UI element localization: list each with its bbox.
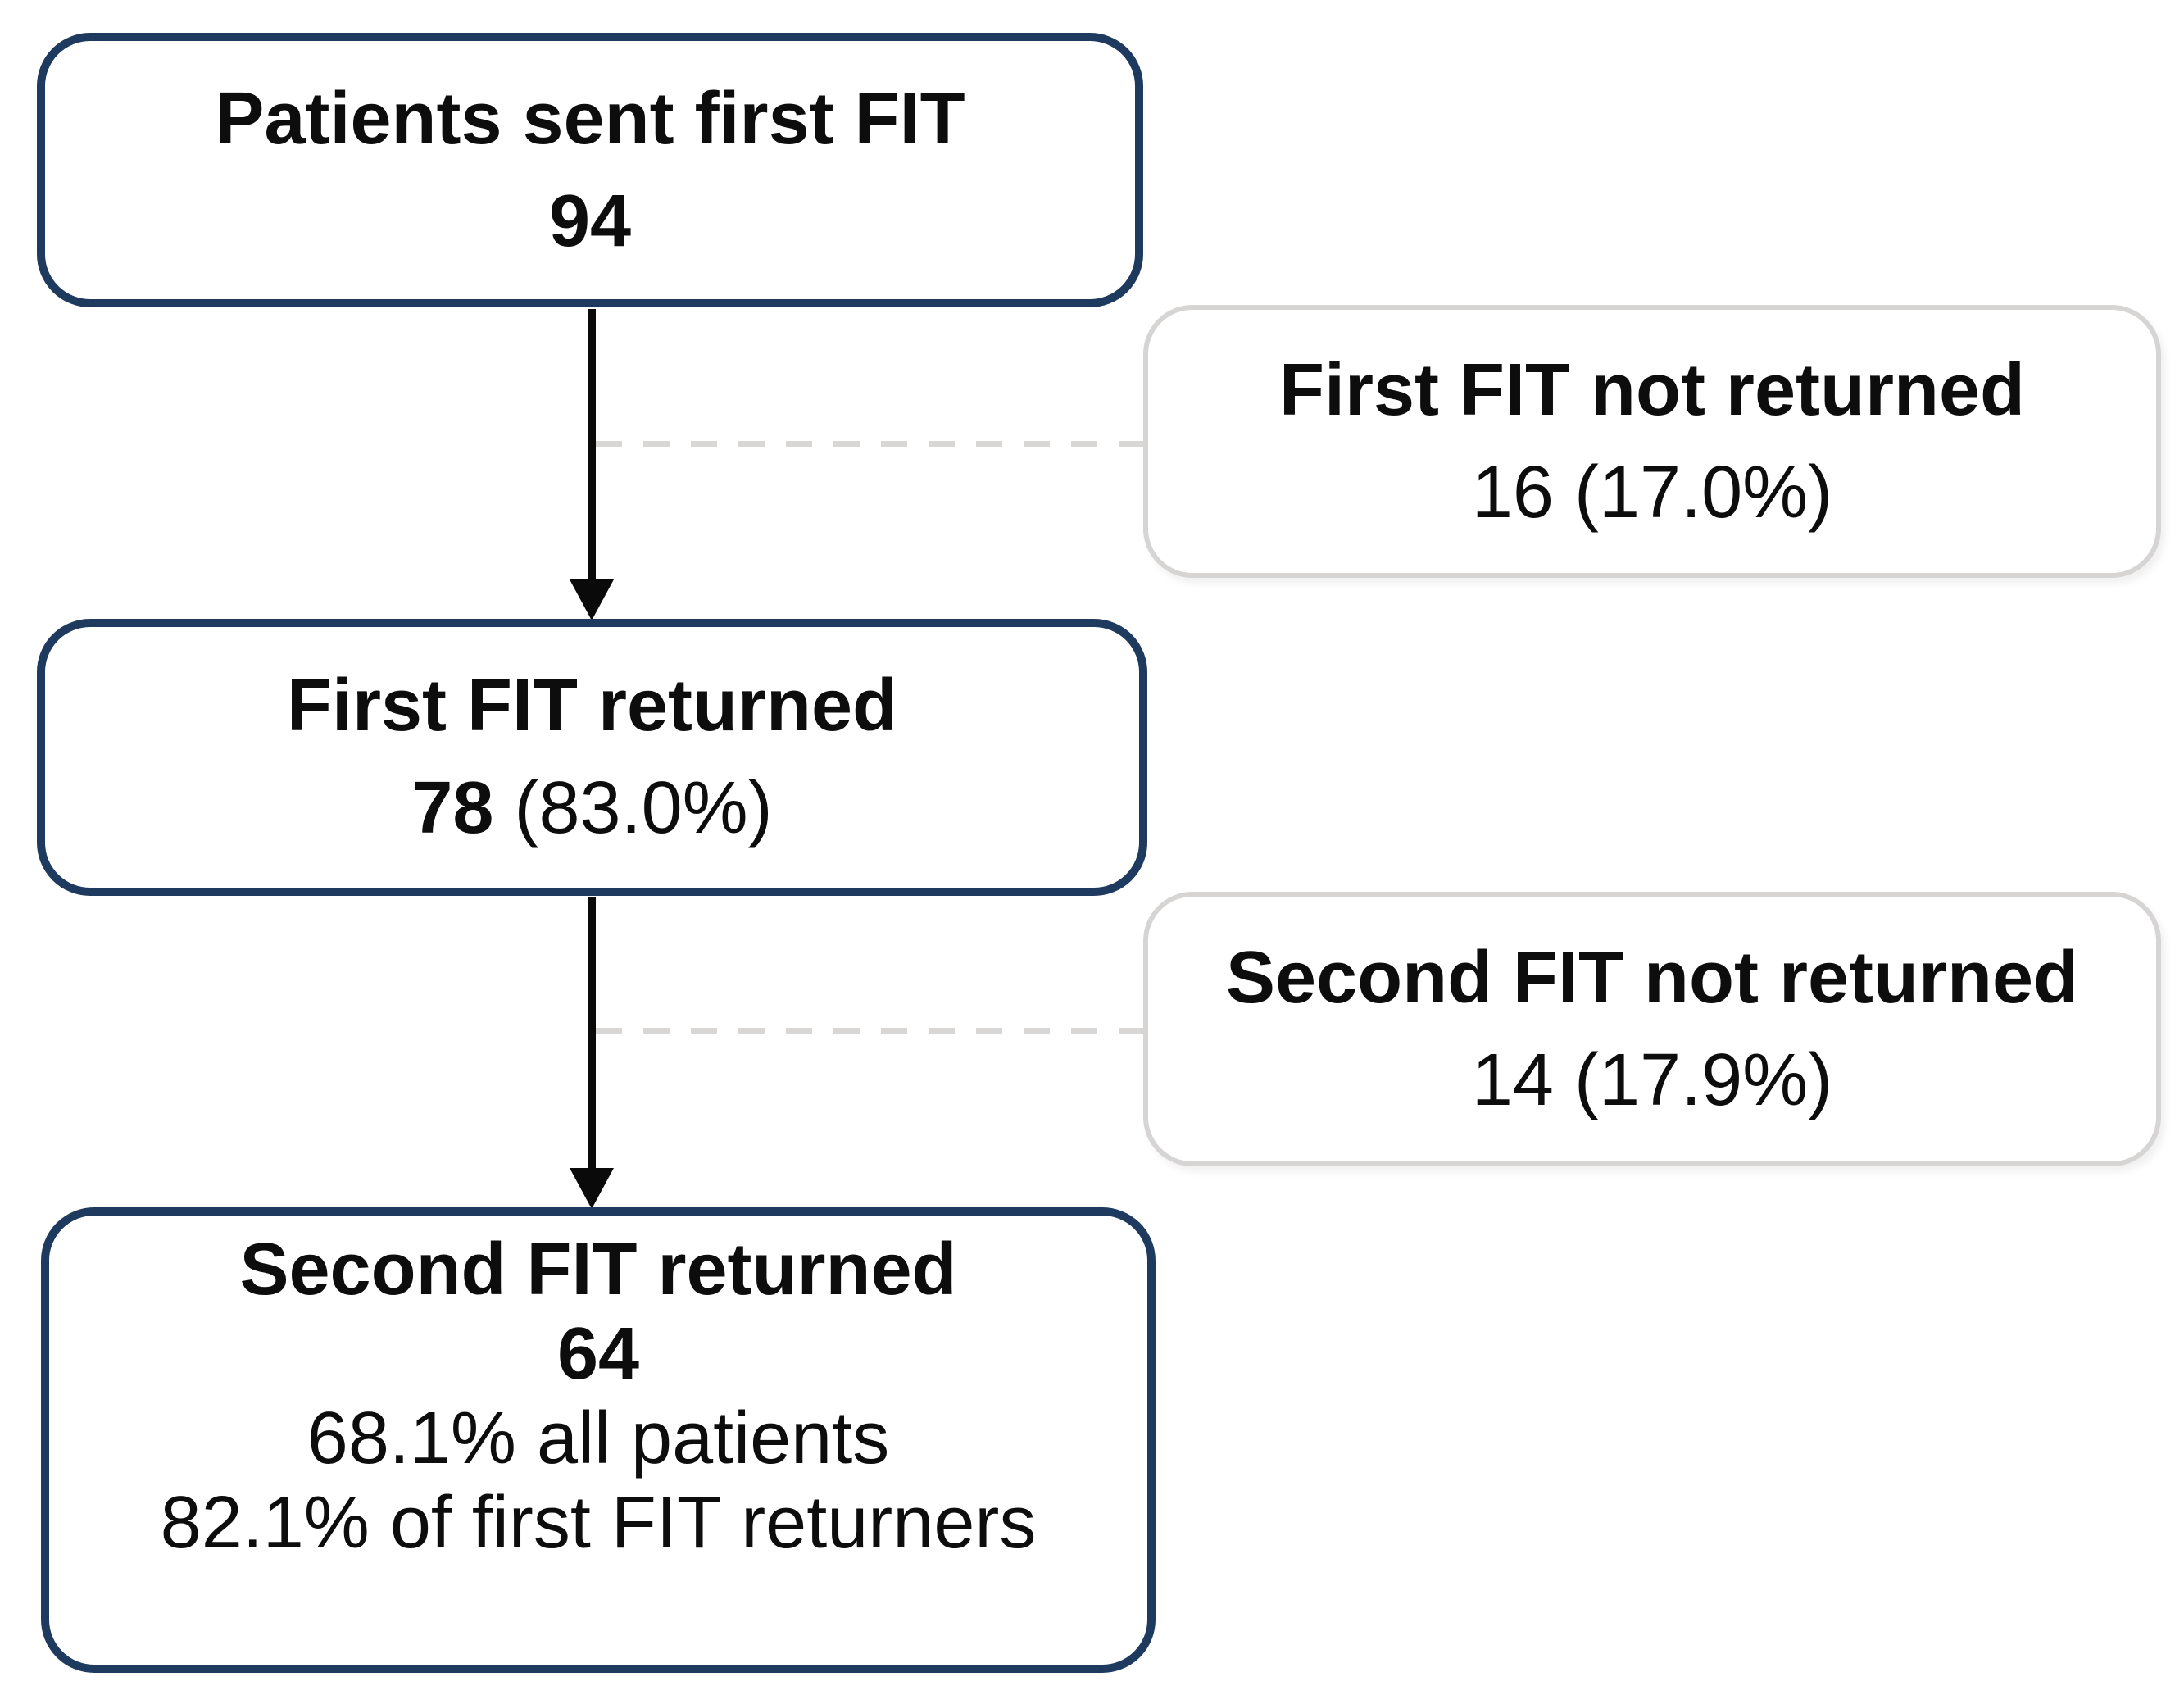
arrow-shaft xyxy=(588,897,596,1170)
node-count: 16 (17.0%) xyxy=(1471,451,1833,534)
node-title: First FIT not returned xyxy=(1279,348,2025,431)
node-title: Patients sent first FIT xyxy=(215,77,965,160)
arrow-down-first xyxy=(570,309,614,620)
node-count: 94 xyxy=(548,179,632,262)
arrow-head-icon xyxy=(570,579,614,620)
arrow-head-icon xyxy=(570,1168,614,1209)
node-second-fit-returned: Second FIT returned 64 68.1% all patient… xyxy=(41,1207,1156,1673)
node-first-fit-returned: First FIT returned 78 (83.0%) xyxy=(37,619,1147,896)
count-value: 78 xyxy=(411,767,494,849)
node-count: 14 (17.9%) xyxy=(1471,1038,1833,1121)
arrow-down-second xyxy=(570,897,614,1209)
arrow-shaft xyxy=(588,309,596,581)
node-percent-first-returners: 82.1% of first FIT returners xyxy=(160,1482,1037,1564)
count-percent: (83.0%) xyxy=(493,767,773,849)
node-percent-all-patients: 68.1% all patients xyxy=(306,1397,890,1479)
node-count: 64 xyxy=(556,1313,640,1395)
node-patients-sent-first-fit: Patients sent first FIT 94 xyxy=(37,33,1143,307)
node-first-fit-not-returned: First FIT not returned 16 (17.0%) xyxy=(1143,305,2161,578)
node-title: Second FIT returned xyxy=(239,1229,957,1311)
node-title: First FIT returned xyxy=(286,665,898,747)
node-second-fit-not-returned: Second FIT not returned 14 (17.9%) xyxy=(1143,892,2161,1166)
dashed-connector-first xyxy=(596,441,1143,447)
dashed-connector-second xyxy=(596,1028,1143,1034)
node-count: 78 (83.0%) xyxy=(411,757,772,860)
node-title: Second FIT not returned xyxy=(1225,936,2078,1019)
